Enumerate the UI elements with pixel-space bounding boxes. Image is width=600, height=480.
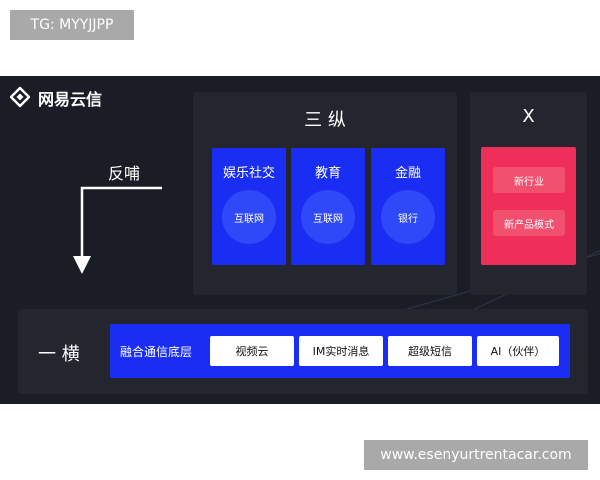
x-chip-new-product-model: 新产品模式 <box>493 210 565 236</box>
chip-video-cloud: 视频云 <box>210 336 294 366</box>
feedback-label: 反哺 <box>108 164 141 183</box>
x-chip-new-industry: 新行业 <box>493 167 565 193</box>
card-title: 教育 <box>314 166 341 181</box>
chip-super-sms: 超级短信 <box>388 336 472 366</box>
brand-logo: 网易云信 <box>8 86 102 110</box>
vertical-card-education: 教育 互联网 <box>291 148 365 265</box>
chip-im-messaging: IM实时消息 <box>299 336 383 366</box>
fusion-communication-bar: 融合通信底层 视频云 IM实时消息 超级短信 AI（伙伴） <box>110 324 570 378</box>
bottom-watermark-url: www.esenyurtrentacar.com <box>364 440 588 470</box>
card-circle-badge: 互联网 <box>301 190 355 244</box>
vertical-card-finance: 金融 银行 <box>371 148 445 265</box>
bar-title: 融合通信底层 <box>120 344 193 359</box>
x-red-card: 新行业 新产品模式 <box>481 147 576 265</box>
vertical-card-entertainment: 娱乐社交 互联网 <box>212 148 286 265</box>
diagram-slide: 网易云信 三 纵 娱乐社交 互联网 教育 互联网 金融 银行 X 新行业 新产品… <box>0 76 600 404</box>
logo-text: 网易云信 <box>38 90 103 109</box>
three-vertical-title: 三 纵 <box>304 110 346 131</box>
down-arrow-icon <box>73 186 162 274</box>
card-circle-badge: 互联网 <box>222 190 276 244</box>
one-horizontal-label: 一 横 <box>38 344 80 365</box>
card-title: 娱乐社交 <box>222 166 275 181</box>
chip-ai-partner: AI（伙伴） <box>477 336 559 366</box>
top-watermark-label: TG: MYYJJPP <box>10 10 134 40</box>
card-circle-badge: 银行 <box>381 190 435 244</box>
card-title: 金融 <box>394 166 421 181</box>
netease-yunxin-logo-icon <box>9 86 31 108</box>
x-panel-title: X <box>522 106 535 127</box>
